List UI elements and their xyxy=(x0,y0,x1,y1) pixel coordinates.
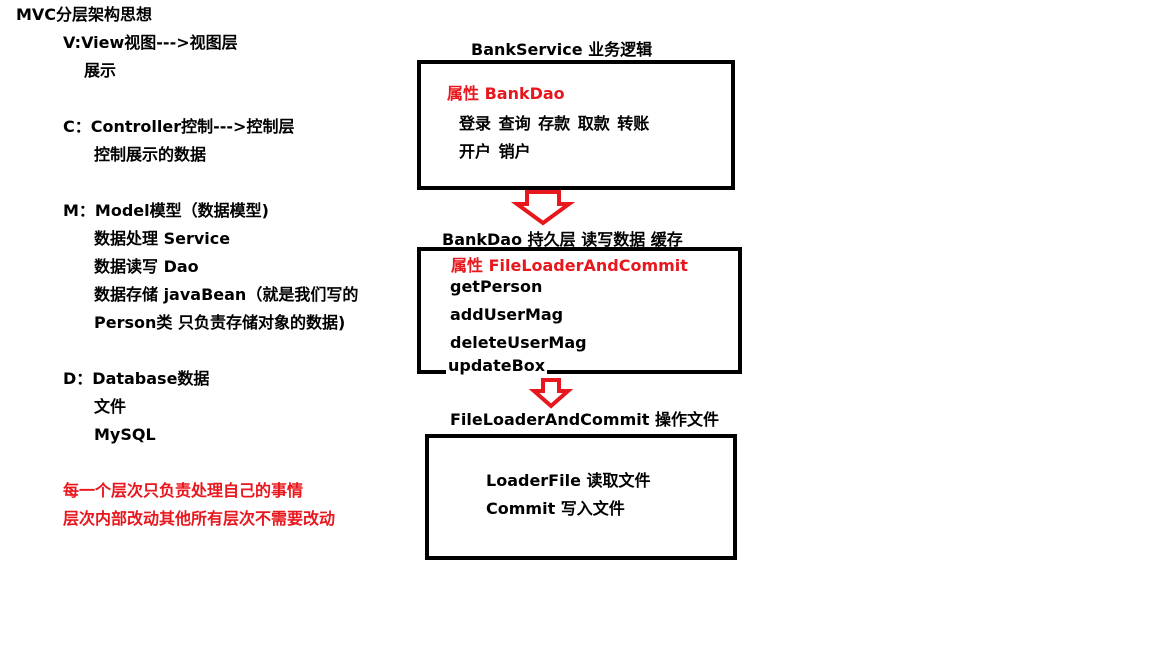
service-attribute: 属性 BankDao xyxy=(447,84,565,103)
view-heading: V:View视图--->视图层 xyxy=(63,33,238,52)
view-description: 展示 xyxy=(84,61,117,80)
dao-method-deleteusermag: deleteUserMag xyxy=(450,333,587,352)
controller-description: 控制展示的数据 xyxy=(94,145,207,164)
dao-box: 属性 FileLoaderAndCommit getPerson addUser… xyxy=(417,247,742,374)
service-box: 属性 BankDao 登录 查询 存款 取款 转账 开户 销户 xyxy=(417,60,735,190)
dao-attribute: 属性 FileLoaderAndCommit xyxy=(451,256,688,276)
note-line-2: 层次内部改动其他所有层次不需要改动 xyxy=(63,509,336,528)
service-methods-row1: 登录 查询 存款 取款 转账 xyxy=(459,114,650,133)
database-item-file: 文件 xyxy=(94,397,127,416)
model-item-dao: 数据读写 Dao xyxy=(94,257,199,276)
down-arrow-icon xyxy=(528,378,574,409)
loader-box: LoaderFile 读取文件 Commit 写入文件 xyxy=(425,434,737,560)
diagram-title: MVC分层架构思想 xyxy=(16,5,153,24)
database-heading: D：Database数据 xyxy=(63,369,210,388)
database-item-mysql: MySQL xyxy=(94,425,156,444)
service-title: BankService 业务逻辑 xyxy=(471,40,653,59)
model-heading: M：Model模型（数据模型) xyxy=(63,201,269,220)
dao-method-updatebox: updateBox xyxy=(446,356,548,376)
note-line-1: 每一个层次只负责处理自己的事情 xyxy=(63,481,304,500)
model-item-service: 数据处理 Service xyxy=(94,229,231,248)
dao-method-addusermag: addUserMag xyxy=(450,305,564,324)
dao-method-getperson: getPerson xyxy=(450,277,543,296)
down-arrow-icon xyxy=(510,190,576,226)
loader-line-read: LoaderFile 读取文件 xyxy=(486,471,651,490)
dao-title: BankDao 持久层 读写数据 缓存 xyxy=(442,230,683,249)
service-methods-row2: 开户 销户 xyxy=(459,142,531,161)
loader-line-write: Commit 写入文件 xyxy=(486,499,625,518)
controller-heading: C：Controller控制--->控制层 xyxy=(63,117,295,136)
loader-title: FileLoaderAndCommit 操作文件 xyxy=(450,410,719,429)
model-item-person: Person类 只负责存储对象的数据) xyxy=(94,313,346,332)
model-item-javabean: 数据存储 javaBean（就是我们写的 xyxy=(94,285,359,304)
